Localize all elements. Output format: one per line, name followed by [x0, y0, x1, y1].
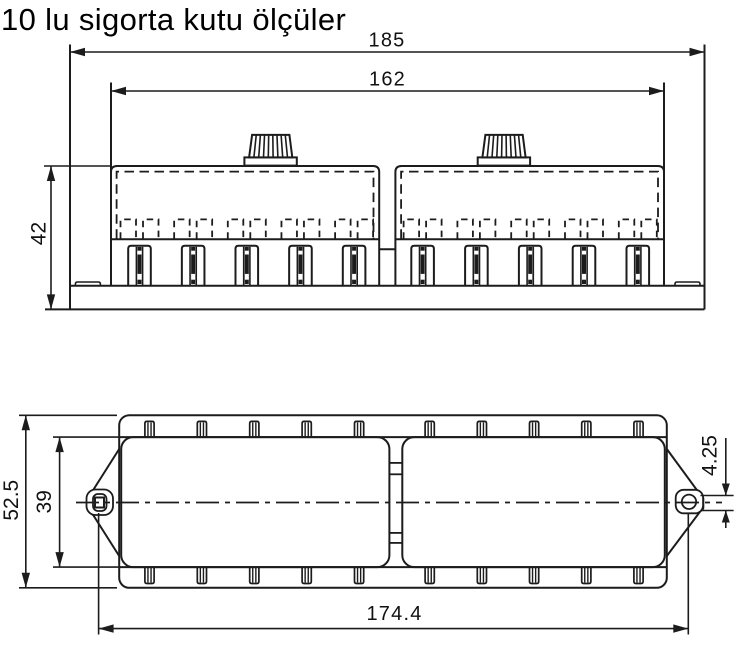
svg-text:10 lu sigorta kutu ölçüler: 10 lu sigorta kutu ölçüler	[1, 2, 346, 37]
svg-text:162: 162	[369, 69, 406, 91]
svg-text:42: 42	[28, 222, 51, 245]
svg-text:52.5: 52.5	[0, 480, 23, 521]
svg-text:185: 185	[369, 30, 406, 52]
svg-text:174.4: 174.4	[366, 603, 422, 625]
svg-text:39: 39	[33, 490, 56, 513]
svg-text:4.25: 4.25	[699, 435, 722, 476]
